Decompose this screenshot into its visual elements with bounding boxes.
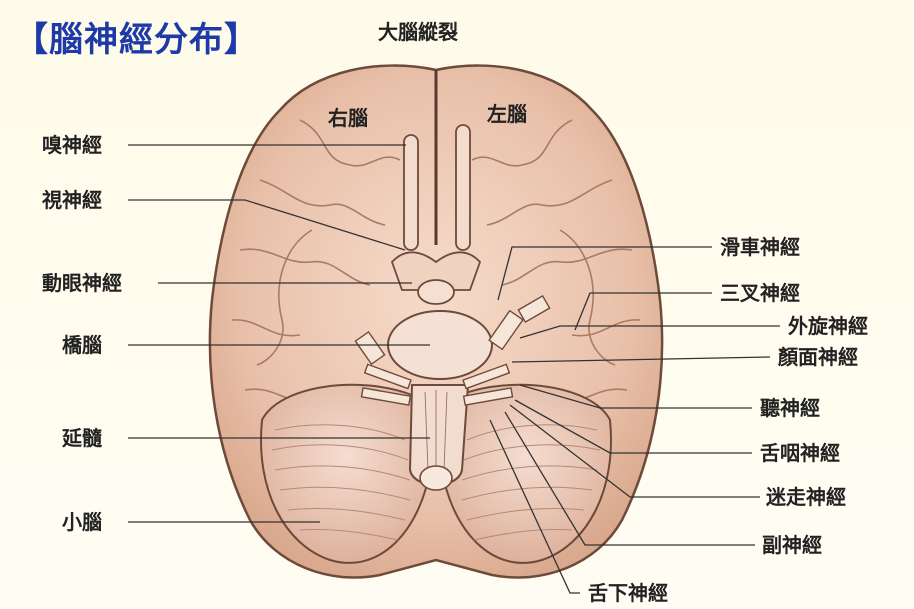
label-accessory-nerve: 副神經 — [762, 535, 822, 555]
label-trochlear-nerve: 滑車神經 — [720, 237, 800, 257]
label-optic-nerve: 視神經 — [42, 190, 102, 210]
label-longitudinal-fissure: 大腦縱裂 — [378, 22, 458, 42]
olfactory-tract-right — [404, 135, 418, 250]
label-oculomotor-nerve: 動眼神經 — [42, 273, 122, 293]
label-olfactory-nerve: 嗅神經 — [42, 135, 102, 155]
label-pons: 橋腦 — [62, 335, 102, 355]
label-facial-nerve: 顏面神經 — [778, 347, 858, 367]
olfactory-tract-left — [456, 125, 470, 250]
pituitary — [418, 280, 454, 304]
label-hypoglossal-nerve: 舌下神經 — [588, 583, 668, 603]
label-trigeminal-nerve: 三叉神經 — [720, 283, 800, 303]
spinal-cord-cut — [420, 466, 452, 490]
label-vagus-nerve: 迷走神經 — [766, 487, 846, 507]
label-abducens-nerve: 外旋神經 — [788, 316, 868, 336]
label-right-brain: 右腦 — [328, 108, 368, 128]
page-title: 【腦神經分布】 — [14, 12, 259, 61]
label-cerebellum: 小腦 — [62, 512, 102, 532]
label-auditory-nerve: 聽神經 — [760, 398, 820, 418]
label-left-brain: 左腦 — [487, 104, 527, 124]
label-medulla: 延髓 — [62, 428, 102, 448]
label-glossopharyngeal-nerve: 舌咽神經 — [760, 443, 840, 463]
